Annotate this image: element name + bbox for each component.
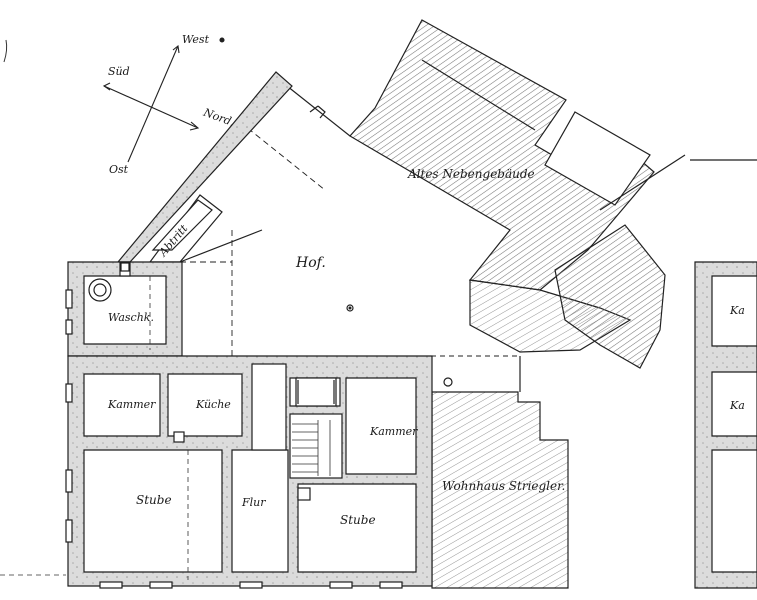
adjacent-sheet-fragment [690,159,757,589]
living-room-left-label: Stube [136,493,172,507]
adjacent-room-top-label: Ka [730,304,745,317]
hallway-label: Flur [242,496,266,509]
compass-west-label: West [182,33,209,46]
laundry-room-label: Waschk. [108,311,154,324]
courtyard-label: Hof. [296,255,326,271]
old-outbuilding [349,19,686,369]
neighbor-house [431,391,569,589]
main-house-walls [65,261,453,589]
kitchen-label: Küche [196,398,231,411]
chamber-left-label: Kammer [108,398,156,411]
compass-south-label: Süd [108,65,130,78]
dashed-lines [0,276,189,580]
north-wall-wing [116,71,326,263]
living-room-right-label: Stube [340,513,376,527]
chamber-right-label: Kammer [370,425,418,438]
compass-east-label: Ost [109,163,129,176]
neighbor-house-label: Wohnhaus Striegler. [442,479,566,493]
compass-rose [102,37,225,163]
old-outbuilding-label: Altes Nebengebäude [408,167,535,181]
adjacent-room-mid-label: Ka [730,399,745,412]
